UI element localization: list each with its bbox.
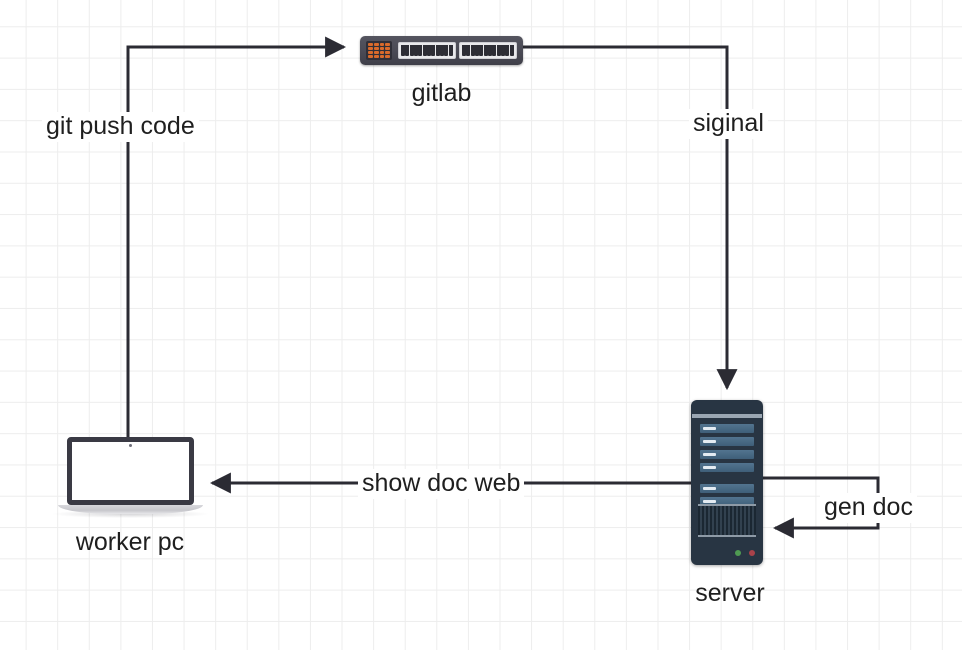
edge-label-siginal: siginal [689, 109, 768, 139]
edge-siginal [523, 45, 738, 391]
node-label-worker-pc: worker pc [75, 528, 185, 556]
laptop-base [58, 505, 203, 514]
laptop-icon [67, 437, 194, 505]
led-red-icon [749, 550, 755, 556]
server-tower-icon [691, 400, 763, 565]
edge-label-show-doc-web: show doc web [358, 469, 525, 499]
server-drive-bay [700, 484, 754, 493]
switch-port-block-left [398, 42, 456, 59]
network-switch-icon [360, 36, 523, 65]
node-worker-pc[interactable] [53, 437, 208, 525]
switch-led-grid-icon [366, 41, 392, 60]
server-status-leds [735, 550, 755, 556]
server-drive-bays [700, 424, 754, 506]
led-green-icon [735, 550, 741, 556]
switch-port-block-right [459, 42, 517, 59]
server-drive-bay [700, 437, 754, 446]
node-gitlab[interactable] [360, 36, 523, 65]
node-server[interactable] [691, 400, 763, 565]
server-vent-grille [698, 504, 756, 537]
node-label-server: server [695, 579, 765, 607]
laptop-camera-icon [129, 444, 132, 447]
node-label-gitlab: gitlab [411, 79, 472, 107]
server-drive-bay [700, 497, 754, 506]
server-drive-bay [700, 463, 754, 472]
server-drive-bay [700, 424, 754, 433]
server-drive-bay [700, 450, 754, 459]
edge-label-git-push-code: git push code [42, 112, 199, 142]
server-top-divider [692, 414, 762, 418]
edge-label-gen-doc: gen doc [820, 493, 917, 523]
laptop-shadow [53, 510, 208, 518]
edge-git-push-code [126, 36, 347, 437]
